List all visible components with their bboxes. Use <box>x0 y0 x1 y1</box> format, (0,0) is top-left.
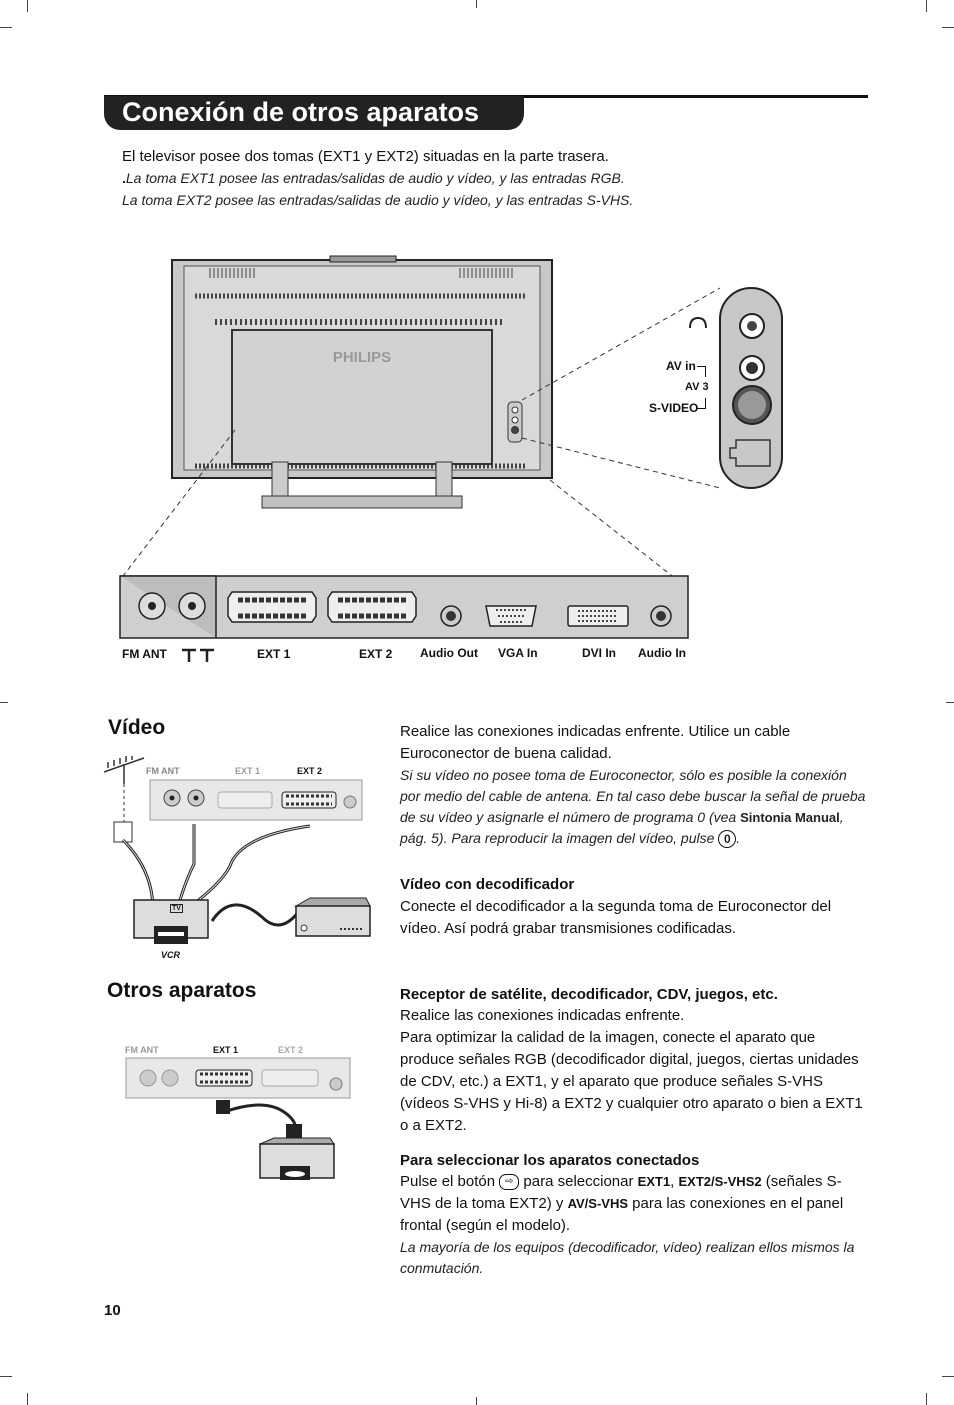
video-diag-ext2: EXT 2 <box>297 766 323 776</box>
antenna-symbol-icon <box>182 648 214 662</box>
video-heading: Vídeo <box>108 716 166 739</box>
video-paragraph-1: Realice las conexiones indicadas enfrent… <box>400 723 791 762</box>
s-video-label: S-VIDEO <box>649 401 699 415</box>
page-number: 10 <box>104 1302 121 1319</box>
video-diag-vcr: VCR <box>161 950 181 960</box>
otros-diag-fm-ant: FM ANT <box>125 1045 159 1055</box>
brand-label: PHILIPS <box>333 349 391 366</box>
key-0-icon: 0 <box>718 830 737 849</box>
intro-line-1: El televisor posee dos tomas (EXT1 y EXT… <box>122 148 609 165</box>
intro-line-2: .La toma EXT1 posee las entradas/salidas… <box>122 170 625 186</box>
otros-diag-ext2: EXT 2 <box>278 1045 304 1055</box>
ext2-label: EXT 2 <box>359 647 393 661</box>
bracket-top <box>697 366 706 377</box>
vga-in-label: VGA In <box>498 646 538 660</box>
video-diag-tv: TV <box>170 904 183 913</box>
audio-out-label: Audio Out <box>420 646 478 660</box>
intro-line-3: La toma EXT2 posee las entradas/salidas … <box>122 192 634 208</box>
video-diag-ext1: EXT 1 <box>235 766 261 776</box>
video-decoder-paragraph: Conecte el decodificador a la segunda to… <box>400 898 832 937</box>
vcr-connection-diagram <box>103 756 371 944</box>
video-diag-fm-ant: FM ANT <box>146 766 180 776</box>
otros-paragraph-1: Realice las conexiones indicadas enfrent… <box>400 1007 685 1024</box>
otros-paragraph-2: Para optimizar la calidad de la imagen, … <box>400 1029 863 1134</box>
video-decoder-heading: Vídeo con decodificador <box>400 876 575 893</box>
bracket-bottom <box>697 398 706 409</box>
av3-label: AV 3 <box>685 381 709 393</box>
other-devices-diagram <box>125 1057 351 1180</box>
title-banner <box>104 96 524 130</box>
page-title: Conexión de otros aparatos <box>122 97 480 127</box>
av-in-label: AV in <box>666 359 696 373</box>
video-italic-note: Si su vídeo no posee toma de Euroconecto… <box>400 767 866 849</box>
ext1-label: EXT 1 <box>257 647 291 661</box>
source-button-icon: ⇨ <box>499 1174 520 1191</box>
otros-subheading-1: Receptor de satélite, decodificador, CDV… <box>400 986 778 1003</box>
otros-note: La mayoría de los equipos (decodificador… <box>400 1239 855 1276</box>
headphones-icon <box>689 316 707 329</box>
otros-diag-ext1: EXT 1 <box>213 1045 239 1055</box>
otros-select-paragraph: Pulse el botón ⇨ para seleccionar EXT1, … <box>400 1173 844 1234</box>
otros-heading: Otros aparatos <box>107 979 257 1002</box>
otros-subheading-2: Para seleccionar los aparatos conectados <box>400 1152 700 1169</box>
fm-ant-label: FM ANT <box>122 647 167 661</box>
audio-in-label: Audio In <box>638 646 686 660</box>
tv-rear-diagram: PHILIPS <box>119 255 783 662</box>
dvi-in-label: DVI In <box>582 646 617 660</box>
